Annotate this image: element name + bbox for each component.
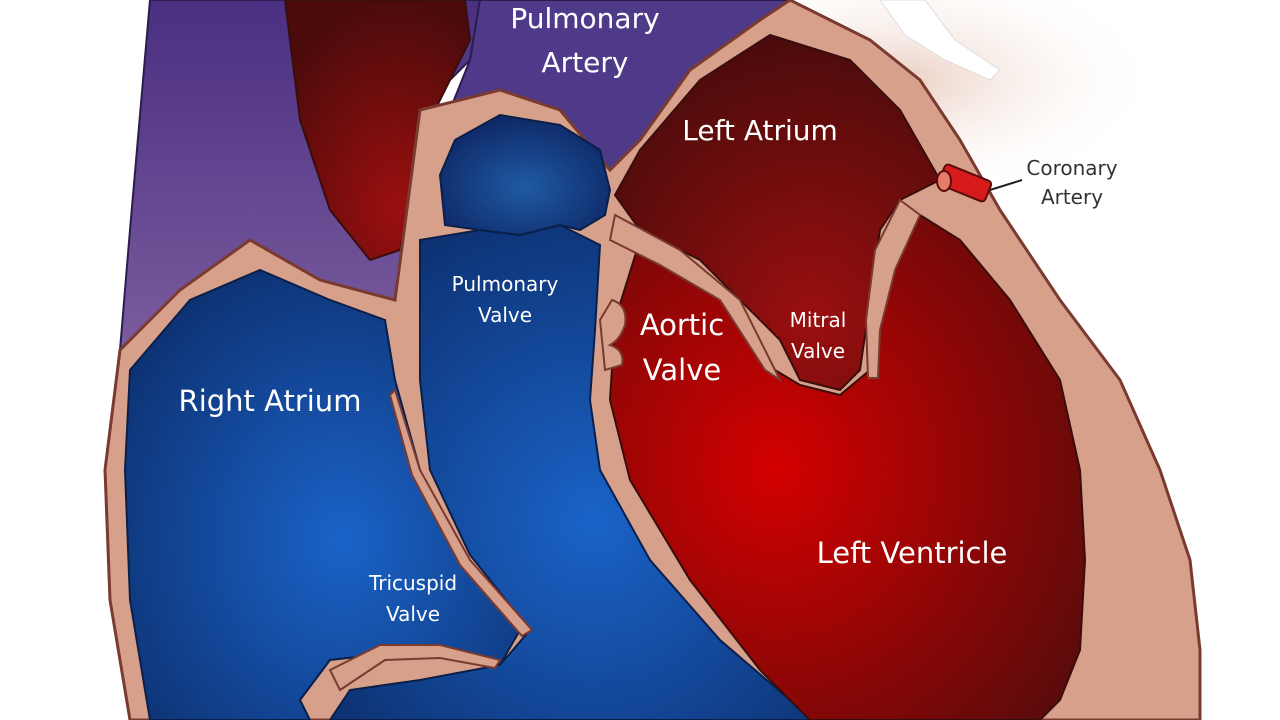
label-tricuspid-valve-line2: Valve — [386, 602, 440, 626]
label-tricuspid-valve-line1: Tricuspid — [368, 571, 457, 595]
left-atrium-chamber — [613, 33, 942, 392]
label-aortic-valve-line1: Aortic — [640, 308, 724, 342]
label-pulmonary-artery-line1: Pulmonary — [510, 2, 659, 35]
mitral-valve-leaflet-left — [608, 213, 783, 383]
aorta-dark — [283, 0, 472, 262]
aortic-valve-cusps — [598, 298, 627, 372]
tricuspid-valve-lower — [328, 644, 502, 692]
label-pulmonary-valve-line2: Valve — [478, 303, 532, 327]
right-atrium-chamber — [123, 268, 522, 720]
label-left-ventricle: Left Ventricle — [817, 536, 1008, 570]
label-pulmonary-valve-line1: Pulmonary — [452, 272, 559, 296]
coronary-artery-vessel — [936, 163, 1023, 203]
label-coronary-artery-line1: Coronary — [1026, 156, 1117, 180]
label-right-atrium: Right Atrium — [179, 384, 362, 418]
left-ventricle-chamber — [608, 213, 1087, 720]
upper-vessel-right — [879, 0, 1001, 81]
label-coronary-artery-line2: Artery — [1041, 185, 1103, 209]
tricuspid-valve-strand — [388, 388, 534, 638]
label-mitral-valve-line1: Mitral — [790, 308, 847, 332]
label-aortic-valve-line2: Valve — [643, 353, 721, 387]
mitral-valve-leaflet-right — [864, 198, 922, 379]
pulmonary-trunk-chamber — [438, 113, 612, 237]
label-left-atrium: Left Atrium — [682, 114, 838, 147]
label-pulmonary-artery-line2: Artery — [542, 46, 629, 79]
label-mitral-valve-line2: Valve — [791, 339, 845, 363]
